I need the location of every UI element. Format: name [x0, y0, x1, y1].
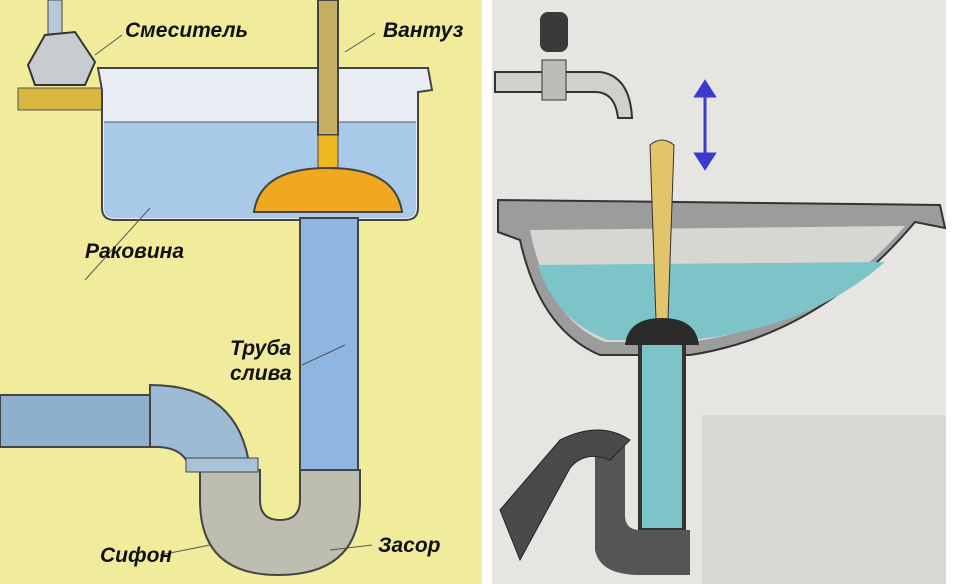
clog: [199, 469, 361, 577]
basin-water: [538, 262, 885, 340]
plunger-icon: [252, 0, 404, 213]
trap-clog: [595, 440, 690, 575]
left-illustration: Смеситель Вантуз Раковина Труба слива Си…: [0, 0, 482, 584]
outlet-pipe: [0, 383, 259, 473]
tap-icon: [494, 12, 634, 119]
right-illustration: [492, 0, 947, 584]
faucet-icon: [26, 0, 97, 86]
label-sink: Раковина: [85, 240, 184, 263]
drain-pipe: [299, 217, 359, 509]
outlet-pipe-right: [499, 429, 631, 562]
label-drain-pipe-2: слива: [230, 362, 292, 385]
plunger-right-icon: [625, 139, 699, 345]
label-clog: Засор: [378, 534, 441, 557]
label-plunger: Вантуз: [383, 19, 464, 42]
label-drain-pipe-1: Труба: [230, 337, 292, 360]
up-down-arrow-icon: [693, 79, 717, 171]
label-faucet: Смеситель: [125, 19, 248, 42]
drain-tube: [638, 338, 686, 532]
label-siphon: Сифон: [100, 544, 172, 567]
